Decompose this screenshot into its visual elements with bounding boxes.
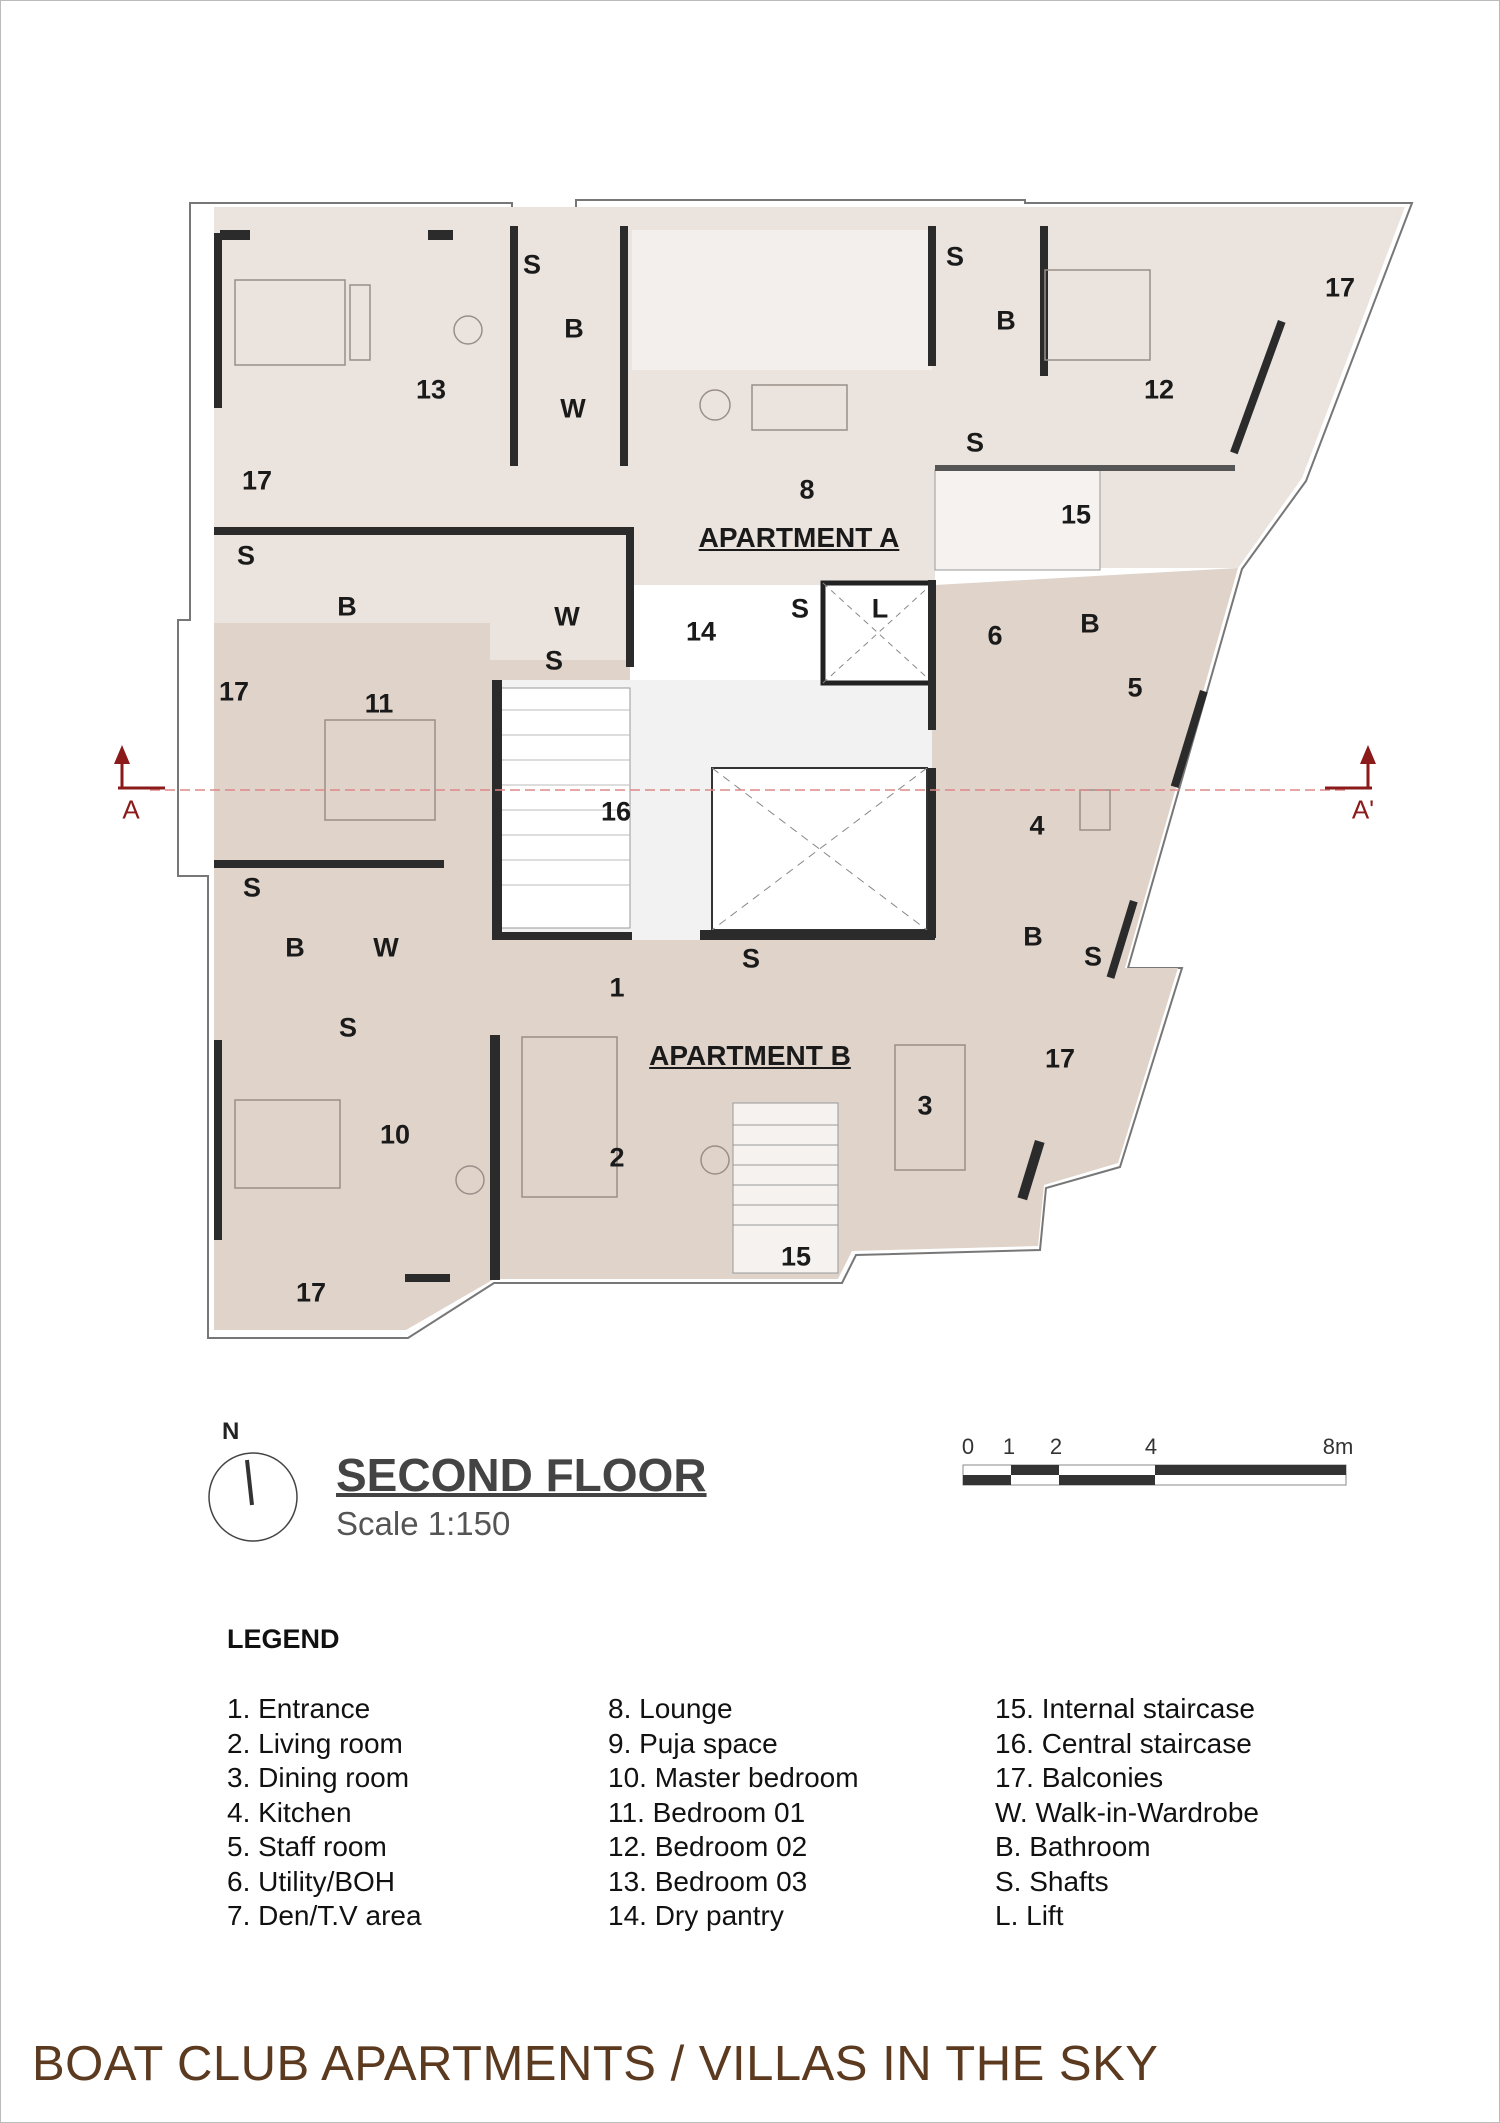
building-outline-outer	[177, 199, 1414, 1339]
room-label-wardrobe: W	[373, 932, 399, 963]
apartment-a-label: APARTMENT A	[698, 522, 900, 553]
room-label-bathroom: B	[564, 313, 584, 344]
scale-bar-tick: 8m	[1322, 1434, 1354, 1459]
room-label-kitchen: 4	[1029, 810, 1045, 841]
room-label-staff-room: 5	[1127, 672, 1143, 703]
furniture	[234, 269, 1151, 1198]
room-label-lounge: 8	[799, 474, 815, 505]
legend-column-1: 1. Entrance 2. Living room 3. Dining roo…	[227, 1692, 422, 1934]
legend-item: 11. Bedroom 01	[608, 1796, 806, 1828]
scale-bar-tick: 2	[1049, 1434, 1063, 1459]
legend-item: 6. Utility/BOH	[227, 1865, 396, 1897]
room-label-internal-staircase: 15	[780, 1241, 812, 1272]
legend-item: L. Lift	[995, 1900, 1064, 1931]
central-staircase	[499, 687, 631, 929]
legend-item: 12. Bedroom 02	[608, 1831, 808, 1862]
room-label-living-room: 2	[609, 1142, 625, 1173]
room-label-shaft: S	[965, 427, 985, 458]
room-label-shaft: S	[1083, 941, 1103, 972]
room-label-balcony: 17	[218, 676, 250, 707]
legend-item: B. Bathroom	[995, 1831, 1151, 1862]
room-label-internal-staircase: 15	[1060, 499, 1092, 530]
room-label-shaft: S	[544, 645, 564, 676]
room-label-bathroom: B	[996, 305, 1016, 336]
room-label-bathroom: B	[337, 591, 357, 622]
room-label-balcony: 17	[241, 465, 273, 496]
section-marker-right	[1325, 760, 1372, 790]
room-label-shaft: S	[522, 249, 542, 280]
lounge-terrace	[632, 230, 932, 370]
room-label-bedroom-03: 13	[415, 374, 447, 405]
apartment-b-zone	[214, 568, 1238, 1330]
room-label-master-bedroom: 10	[379, 1119, 411, 1150]
internal-staircase-a	[934, 469, 1101, 571]
room-label-bedroom-02: 12	[1143, 374, 1175, 405]
legend-column-2: 8. Lounge 9. Puja space 10. Master bedro…	[608, 1692, 859, 1934]
room-label-utility: 6	[987, 620, 1003, 651]
room-label-lift: L	[871, 593, 889, 624]
apartment-b-label: APARTMENT B	[649, 1040, 851, 1071]
room-label-balcony: 17	[1044, 1043, 1076, 1074]
room-label-dry-pantry: 14	[685, 616, 717, 647]
room-label-wardrobe: W	[554, 601, 580, 632]
room-label-balcony: 17	[295, 1277, 327, 1308]
legend-item: 8. Lounge	[608, 1693, 733, 1724]
room-label-shaft: S	[242, 872, 262, 903]
legend-item: W. Walk-in-Wardrobe	[995, 1796, 1259, 1828]
section-marker-left	[118, 760, 165, 790]
legend-item: 15. Internal staircase	[995, 1693, 1255, 1724]
legend-item: 17. Balconies	[995, 1762, 1164, 1793]
scale-bar-tick: 0	[961, 1434, 975, 1459]
internal-stair-b-treads	[733, 1124, 838, 1226]
scale-bar-tick: 4	[1144, 1434, 1158, 1459]
legend-item: 16. Central staircase	[995, 1727, 1252, 1759]
legend-item: S. Shafts	[995, 1865, 1109, 1897]
legend-item: 4. Kitchen	[227, 1796, 352, 1828]
legend-item: 9. Puja space	[608, 1727, 778, 1759]
internal-staircase-b	[732, 1102, 839, 1274]
scale-text: Scale 1:150	[336, 1505, 511, 1542]
legend-item: 3. Dining room	[227, 1762, 410, 1793]
project-title-footer: BOAT CLUB APARTMENTS / VILLAS IN THE SKY	[32, 2037, 1159, 2091]
room-label-bathroom: B	[285, 932, 305, 963]
walls	[214, 226, 1286, 1282]
stair-treads	[500, 709, 630, 886]
room-label-dining-room: 3	[917, 1090, 933, 1121]
legend-item: 13. Bedroom 03	[608, 1865, 808, 1897]
legend-item: 1. Entrance	[227, 1693, 371, 1724]
room-label-shaft: S	[236, 540, 256, 571]
legend-heading: LEGEND	[227, 1624, 340, 1654]
room-label-shaft: S	[338, 1012, 358, 1043]
room-label-shaft: S	[790, 593, 810, 624]
room-label-balcony: 17	[1324, 272, 1356, 303]
scale-bar	[962, 1464, 1347, 1486]
legend-item: 14. Dry pantry	[608, 1900, 784, 1931]
room-label-shaft: S	[741, 943, 761, 974]
scale-bar-tick: 1	[1002, 1434, 1016, 1459]
room-label-wardrobe: W	[560, 393, 586, 424]
north-arrow-needle	[245, 1459, 254, 1506]
room-label-entrance: 1	[609, 972, 625, 1003]
room-label-central-staircase: 16	[600, 796, 632, 827]
legend-item: 10. Master bedroom	[608, 1762, 859, 1793]
room-label-bedroom-01: 11	[364, 688, 394, 719]
room-label-bathroom: B	[1023, 921, 1043, 952]
drawing-title: SECOND FLOOR	[336, 1449, 707, 1501]
legend-item: 7. Den/T.V area	[227, 1900, 422, 1931]
room-label-shaft: S	[945, 241, 965, 272]
room-label-bathroom: B	[1080, 608, 1100, 639]
section-label-a-prime: A'	[1351, 794, 1375, 825]
legend-column-3: 15. Internal staircase 16. Central stair…	[995, 1692, 1259, 1934]
north-label: N	[222, 1418, 240, 1445]
legend-item: 5. Staff room	[227, 1831, 387, 1862]
legend-item: 2. Living room	[227, 1727, 403, 1759]
section-label-a: A	[122, 794, 140, 825]
